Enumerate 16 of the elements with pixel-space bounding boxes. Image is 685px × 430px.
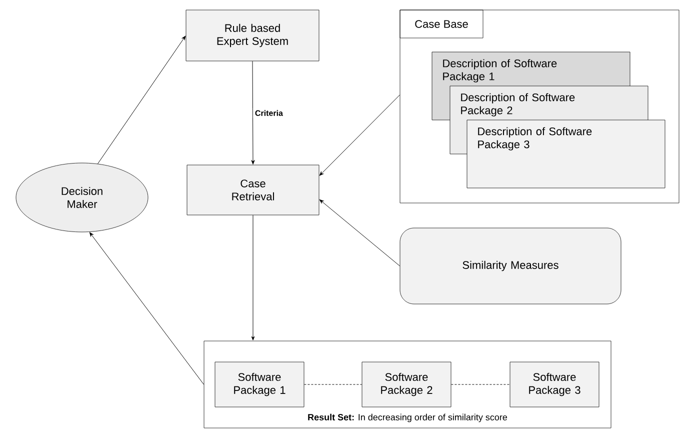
package-box: Software Package 2 — [362, 362, 452, 408]
arrow — [251, 214, 255, 340]
dashed-connector — [304, 384, 362, 385]
similarity-box: Similarity Measures — [400, 228, 622, 304]
package-box: Software Package 1 — [214, 362, 304, 408]
arrow — [319, 94, 400, 176]
dashed-connector — [450, 384, 510, 385]
arrow — [319, 199, 400, 266]
arrow — [251, 60, 255, 164]
arrow — [90, 232, 204, 385]
process-box: Case Retrieval — [186, 164, 320, 216]
edge-label: Criteria — [252, 108, 285, 118]
arrow — [97, 36, 186, 164]
process-box: Rule based Expert System — [186, 10, 320, 62]
package-box: Software Package 3 — [510, 362, 600, 408]
description-card: Description of Software Package 3 — [466, 120, 666, 188]
